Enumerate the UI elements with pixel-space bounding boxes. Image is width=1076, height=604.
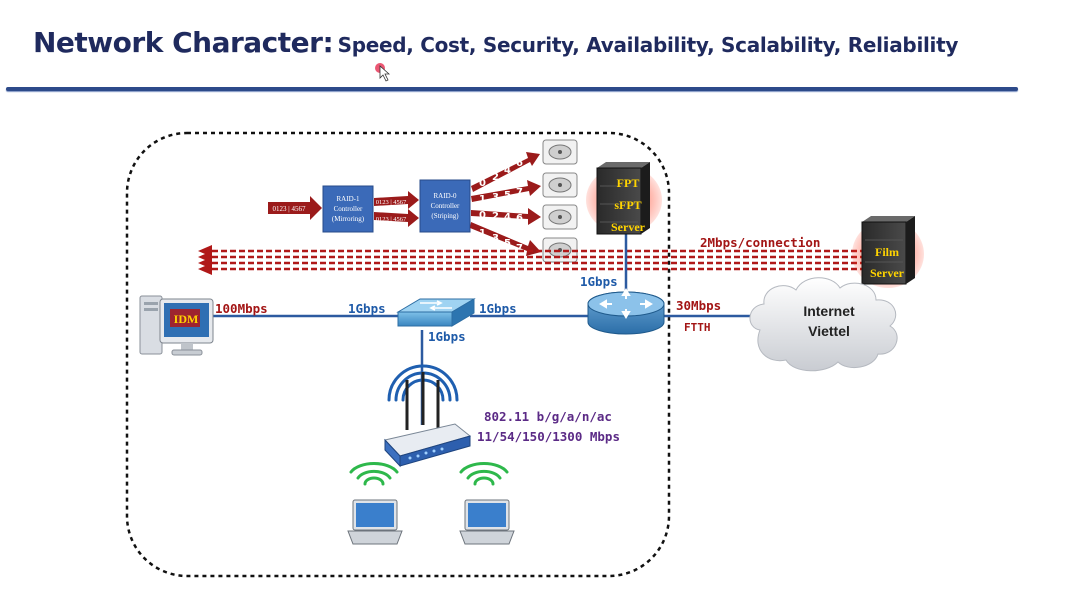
stripe-3-b: 2 bbox=[492, 211, 499, 222]
title-divider bbox=[6, 87, 1018, 91]
stripe-2-a: 1 bbox=[479, 194, 486, 205]
internet-cloud-icon bbox=[749, 277, 898, 372]
link-switch-down-label: 1Gbps bbox=[428, 329, 466, 344]
ftp-server-label-2: sFPT bbox=[614, 198, 641, 212]
page-title: Network Character: Speed, Cost, Security… bbox=[33, 26, 958, 59]
raid-diagram: 0123 | 4567 RAID-1 Controller (Mirroring… bbox=[268, 139, 578, 263]
mouse-cursor-icon bbox=[375, 63, 391, 82]
network-links bbox=[212, 232, 760, 425]
link-pc-switch-label: 100Mbps bbox=[215, 301, 268, 316]
stripe-2-b: 3 bbox=[492, 192, 499, 203]
wifi-signal-icon-left bbox=[349, 462, 399, 486]
stripe-2-d: 7 bbox=[516, 187, 523, 198]
pc-label: IDM bbox=[174, 312, 199, 326]
link-switch-right-label: 1Gbps bbox=[479, 301, 517, 316]
raid-input-label: 0123 | 4567 bbox=[273, 205, 306, 213]
stripe-arrow-1 bbox=[471, 152, 540, 192]
ftp-server-label-1: FPT bbox=[617, 176, 640, 190]
wifi-signal-icon-right bbox=[459, 462, 509, 486]
access-point-icon[interactable] bbox=[384, 364, 472, 468]
stripe-2-c: 5 bbox=[504, 190, 511, 201]
wifi-standard-label: 802.11 b/g/a/n/ac bbox=[484, 409, 612, 424]
film-server-label-1: Film bbox=[875, 245, 899, 259]
raid0-label-3: (Striping) bbox=[431, 212, 459, 220]
stripe-4-a: 1 bbox=[479, 228, 486, 239]
disk-icon-1 bbox=[542, 139, 578, 165]
raid1-out-arrow-top bbox=[374, 191, 419, 209]
stripe-1-d: 6 bbox=[516, 158, 523, 169]
stripe-1-b: 2 bbox=[492, 172, 499, 183]
raid0-controller bbox=[419, 179, 471, 233]
stripe-4-c: 5 bbox=[504, 238, 511, 249]
download-arrowheads bbox=[198, 245, 212, 275]
router-icon[interactable] bbox=[587, 288, 665, 335]
raid1-controller bbox=[322, 185, 374, 233]
stripe-3-d: 6 bbox=[516, 213, 523, 224]
raid0-label-2: Controller bbox=[431, 202, 460, 210]
ftp-server-icon[interactable] bbox=[586, 162, 662, 235]
stripe-3-c: 4 bbox=[504, 212, 511, 223]
download-rate-label: 2Mbps/connection bbox=[700, 235, 820, 250]
stripe-3-a: 0 bbox=[479, 210, 486, 221]
cloud-label-1: Internet bbox=[803, 303, 855, 319]
film-server-label-2: Server bbox=[870, 266, 905, 280]
laptop-icon-right[interactable] bbox=[459, 499, 515, 545]
raid1-label-1: RAID-1 bbox=[337, 195, 360, 203]
raid1-out-label-top: 0123 | 4567 bbox=[376, 199, 407, 206]
stripe-arrow-4 bbox=[470, 222, 541, 256]
stripe-1-a: 0 bbox=[479, 178, 486, 189]
link-router-isp-label: 30Mbps bbox=[676, 298, 721, 313]
raid1-label-3: (Mirroring) bbox=[332, 215, 365, 223]
film-server-icon[interactable] bbox=[852, 216, 924, 288]
cloud-label-2: Viettel bbox=[808, 323, 850, 339]
title-main: Network Character: bbox=[33, 26, 334, 59]
raid1-out-label-bottom: 0123 | 4567 bbox=[376, 216, 407, 223]
link-router-up-label: 1Gbps bbox=[580, 274, 618, 289]
raid0-label-1: RAID-0 bbox=[434, 192, 457, 200]
stripe-arrow-3 bbox=[471, 208, 541, 225]
stripe-arrow-2 bbox=[471, 180, 541, 202]
link-type-label: FTTH bbox=[684, 321, 711, 334]
download-streams bbox=[212, 249, 880, 271]
switch-icon[interactable] bbox=[396, 298, 476, 327]
stripe-4-b: 3 bbox=[492, 233, 499, 244]
laptop-icon-left[interactable] bbox=[347, 499, 403, 545]
raid1-label-2: Controller bbox=[334, 205, 363, 213]
disk-icon-2 bbox=[542, 172, 578, 198]
raid1-out-arrow-bottom bbox=[374, 209, 419, 227]
lan-boundary bbox=[125, 131, 671, 578]
raid-input-arrow bbox=[268, 196, 322, 220]
pc-icon[interactable] bbox=[139, 295, 214, 356]
title-subtitle: Speed, Cost, Security, Availability, Sca… bbox=[337, 33, 959, 57]
wifi-speeds-label: 11/54/150/1300 Mbps bbox=[477, 429, 620, 444]
stripe-1-c: 4 bbox=[504, 165, 511, 176]
ftp-server-label-3: Server bbox=[611, 220, 646, 234]
link-switch-left-label: 1Gbps bbox=[348, 301, 386, 316]
stripe-4-d: 7 bbox=[516, 243, 523, 254]
disk-icon-3 bbox=[542, 204, 578, 230]
